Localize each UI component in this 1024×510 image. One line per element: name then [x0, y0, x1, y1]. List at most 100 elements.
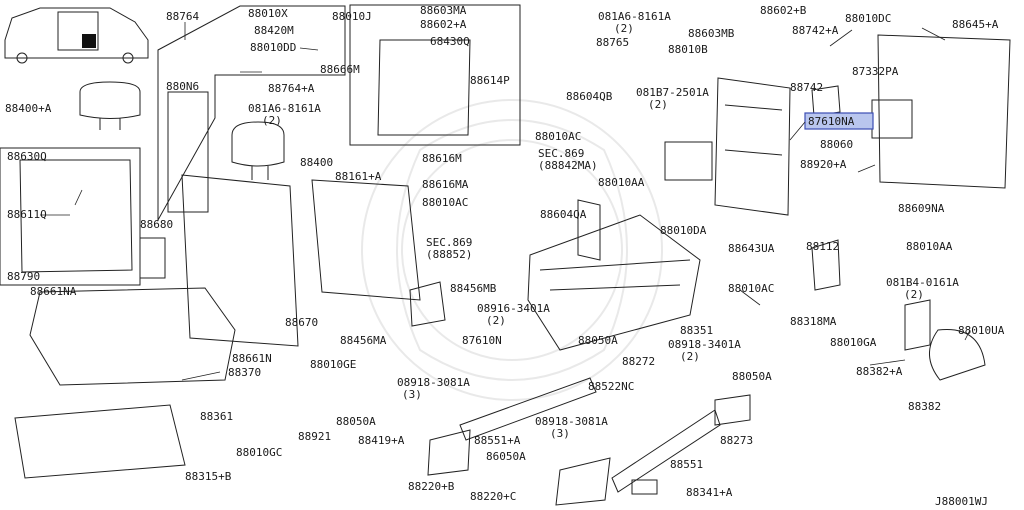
label-88050A-1[interactable]: 88050A — [578, 334, 618, 347]
label-88050A-2[interactable]: 88050A — [336, 415, 376, 428]
label-88603MB[interactable]: 88603MB — [688, 27, 735, 40]
label-sec869b-ref: (88852) — [426, 248, 472, 261]
group-boxes — [0, 4, 521, 286]
label-88420M[interactable]: 88420M — [254, 24, 294, 37]
label-88522NC[interactable]: 88522NC — [588, 380, 634, 393]
label-88742[interactable]: 88742 — [790, 81, 823, 94]
label-88920A[interactable]: 88920+A — [800, 158, 847, 171]
label-88315B[interactable]: 88315+B — [185, 470, 232, 483]
label-88616M[interactable]: 88616M — [422, 152, 462, 165]
label-87610N[interactable]: 87610N — [462, 334, 502, 347]
label-88602A[interactable]: 88602+A — [420, 18, 467, 31]
label-88551[interactable]: 88551 — [670, 458, 703, 471]
label-88765[interactable]: 88765 — [596, 36, 629, 49]
label-88645A[interactable]: 88645+A — [952, 18, 999, 31]
label-88220B[interactable]: 88220+B — [408, 480, 455, 493]
label-88603MA[interactable]: 88603MA — [420, 4, 467, 17]
label-88661NA[interactable]: 88661NA — [30, 285, 77, 298]
label-88382A[interactable]: 88382+A — [856, 365, 903, 378]
label-88010DA[interactable]: 88010DA — [660, 224, 707, 237]
label-88161A[interactable]: 88161+A — [335, 170, 382, 183]
headrest-parts — [79, 81, 285, 180]
label-86050A[interactable]: 86050A — [486, 450, 526, 463]
label-88400[interactable]: 88400 — [300, 156, 333, 169]
seat-parts — [14, 91, 421, 479]
label-081A6b[interactable]: 081A6-8161A — [598, 10, 671, 23]
label-88382[interactable]: 88382 — [908, 400, 941, 413]
label-88742A[interactable]: 88742+A — [792, 24, 839, 37]
label-88921[interactable]: 88921 — [298, 430, 331, 443]
part-labels[interactable]: 88764 88010X 88010J 88603MA 88602+A 8842… — [5, 4, 1005, 508]
label-88272[interactable]: 88272 — [622, 355, 655, 368]
label-88273[interactable]: 88273 — [720, 434, 753, 447]
label-88400A[interactable]: 88400+A — [5, 102, 52, 115]
label-88318MA[interactable]: 88318MA — [790, 315, 837, 328]
label-sec869a-ref: (88842MA) — [538, 159, 598, 172]
label-88010UA[interactable]: 88010UA — [958, 324, 1005, 337]
label-sec869a[interactable]: SEC.869 — [538, 147, 584, 160]
label-08918a-qty: (3) — [402, 388, 422, 401]
label-88616MA[interactable]: 88616MA — [422, 178, 469, 191]
label-88010GA[interactable]: 88010GA — [830, 336, 877, 349]
label-88370[interactable]: 88370 — [228, 366, 261, 379]
watermark — [361, 99, 663, 401]
label-88010DD[interactable]: 88010DD — [250, 41, 296, 54]
label-88010GC[interactable]: 88010GC — [236, 446, 282, 459]
label-88604QA[interactable]: 88604QA — [540, 208, 587, 221]
label-88790[interactable]: 88790 — [7, 270, 40, 283]
label-87610NA[interactable]: 87610NA — [808, 115, 855, 128]
label-88361[interactable]: 88361 — [200, 410, 233, 423]
label-88680[interactable]: 88680 — [140, 218, 173, 231]
label-88630Q[interactable]: 88630Q — [7, 150, 47, 163]
label-081B4[interactable]: 081B4-0161A — [886, 276, 959, 289]
label-88220C[interactable]: 88220+C — [470, 490, 516, 503]
label-88010AC-2[interactable]: 88010AC — [535, 130, 581, 143]
label-88661N[interactable]: 88661N — [232, 352, 272, 365]
label-08918b[interactable]: 08918-3081A — [535, 415, 608, 428]
label-68430Q[interactable]: 68430Q — [430, 35, 470, 48]
label-88614P[interactable]: 88614P — [470, 74, 510, 87]
label-88010X[interactable]: 88010X — [248, 7, 288, 20]
label-88764[interactable]: 88764 — [166, 10, 199, 23]
label-88112[interactable]: 88112 — [806, 240, 839, 253]
label-081A6a[interactable]: 081A6-8161A — [248, 102, 321, 115]
label-88010AC[interactable]: 88010AC — [422, 196, 468, 209]
label-08918c-qty: (2) — [680, 350, 700, 363]
label-88010AA-1[interactable]: 88010AA — [598, 176, 645, 189]
label-08918a[interactable]: 08918-3081A — [397, 376, 470, 389]
label-88609NA[interactable]: 88609NA — [898, 202, 945, 215]
label-08918c[interactable]: 08918-3401A — [668, 338, 741, 351]
label-88419A[interactable]: 88419+A — [358, 434, 405, 447]
label-880N6[interactable]: 880N6 — [166, 80, 199, 93]
label-081B7[interactable]: 081B7-2501A — [636, 86, 709, 99]
label-88341A[interactable]: 88341+A — [686, 486, 733, 499]
label-87332PA[interactable]: 87332PA — [852, 65, 899, 78]
label-88604QB[interactable]: 88604QB — [566, 90, 613, 103]
label-88611Q[interactable]: 88611Q — [7, 208, 47, 221]
label-88643UA[interactable]: 88643UA — [728, 242, 775, 255]
label-081B4-qty: (2) — [904, 288, 924, 301]
highlighted-part-87610NA[interactable] — [804, 85, 874, 130]
label-88456MA[interactable]: 88456MA — [340, 334, 387, 347]
label-88050A-3[interactable]: 88050A — [732, 370, 772, 383]
label-88764A[interactable]: 88764+A — [268, 82, 315, 95]
label-88351[interactable]: 88351 — [680, 324, 713, 337]
label-88010GE[interactable]: 88010GE — [310, 358, 356, 371]
label-sec869b[interactable]: SEC.869 — [426, 236, 472, 249]
label-88060[interactable]: 88060 — [820, 138, 853, 151]
label-88670[interactable]: 88670 — [285, 316, 318, 329]
label-88456MB[interactable]: 88456MB — [450, 282, 497, 295]
label-88551A[interactable]: 88551+A — [474, 434, 521, 447]
label-081A6a-qty: (2) — [262, 114, 282, 127]
label-88010DC[interactable]: 88010DC — [845, 12, 891, 25]
label-88010AC-3[interactable]: 88010AC — [728, 282, 774, 295]
label-88010AA-2[interactable]: 88010AA — [906, 240, 953, 253]
label-88010B[interactable]: 88010B — [668, 43, 708, 56]
label-88010J[interactable]: 88010J — [332, 10, 372, 23]
label-081B7-qty: (2) — [648, 98, 668, 111]
label-88666M[interactable]: 88666M — [320, 63, 360, 76]
label-88602B[interactable]: 88602+B — [760, 4, 807, 17]
label-08916a[interactable]: 08916-3401A — [477, 302, 550, 315]
